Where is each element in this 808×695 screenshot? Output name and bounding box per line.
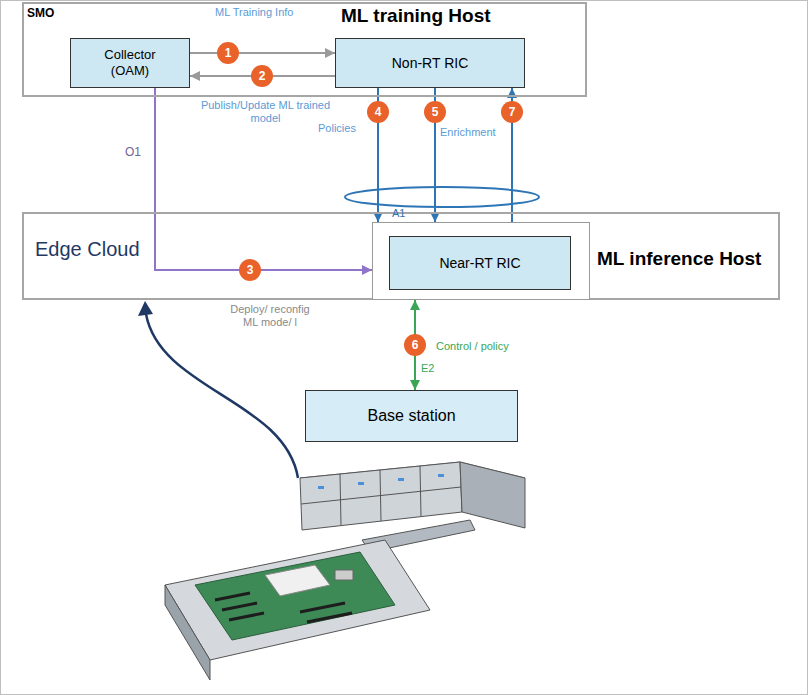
edge-label: Deploy/ reconfig ML mode/ l bbox=[226, 303, 314, 329]
host-label: ML inference Host bbox=[597, 248, 761, 270]
training-info-arrow bbox=[190, 48, 335, 58]
edge-label: Publish/Update ML trained model bbox=[198, 99, 333, 125]
connector-line bbox=[155, 88, 372, 270]
callout-number: 7 bbox=[501, 101, 523, 123]
node-text: Non-RT RIC bbox=[335, 38, 525, 88]
ric-box: ML training HostNon-RT RIC bbox=[335, 4, 525, 88]
callout-number: 5 bbox=[424, 101, 446, 123]
edge-label: Control / policy bbox=[436, 340, 509, 353]
interface-name: A1 bbox=[392, 207, 405, 219]
interface-name: O1 bbox=[125, 145, 141, 159]
edge-label: Enrichment bbox=[440, 126, 496, 139]
arrow-head bbox=[362, 265, 372, 275]
interface-name: E2 bbox=[421, 362, 434, 374]
callout-number: 3 bbox=[239, 259, 261, 281]
arrow-head bbox=[190, 71, 200, 81]
o1-deploy-arrow bbox=[155, 88, 372, 275]
edge-label: Policies bbox=[318, 122, 356, 135]
smo-band: SMO Collector (OAM) ML training HostNon-RT… bbox=[22, 2, 587, 97]
node-text: SMO bbox=[27, 6, 54, 20]
edge-label: ML Training Info bbox=[215, 6, 293, 19]
server-illustration bbox=[165, 462, 525, 680]
heading-text: ML training Host bbox=[341, 4, 491, 28]
callout-number: 6 bbox=[404, 334, 426, 356]
callout-number: 4 bbox=[367, 101, 389, 123]
ric-frame: Near-RT RIC bbox=[372, 222, 590, 300]
callout-number: 1 bbox=[217, 42, 239, 64]
connector-line bbox=[190, 52, 335, 54]
arrow-head bbox=[410, 380, 420, 390]
arrow-head bbox=[325, 48, 335, 58]
arrow-head bbox=[138, 301, 153, 316]
node-text: Collector (OAM) bbox=[90, 47, 170, 79]
node-text: Near-RT RIC bbox=[389, 236, 571, 290]
arrow-head bbox=[410, 300, 420, 310]
base-station-box: Base station bbox=[305, 390, 518, 442]
callout-number: 2 bbox=[251, 65, 273, 87]
node-text: Edge Cloud bbox=[35, 238, 140, 261]
a1-interface-ring bbox=[345, 187, 539, 207]
collector-box: Collector (OAM) bbox=[70, 38, 190, 88]
node-text: Base station bbox=[367, 407, 455, 425]
deploy-curve-arrow bbox=[146, 314, 298, 478]
